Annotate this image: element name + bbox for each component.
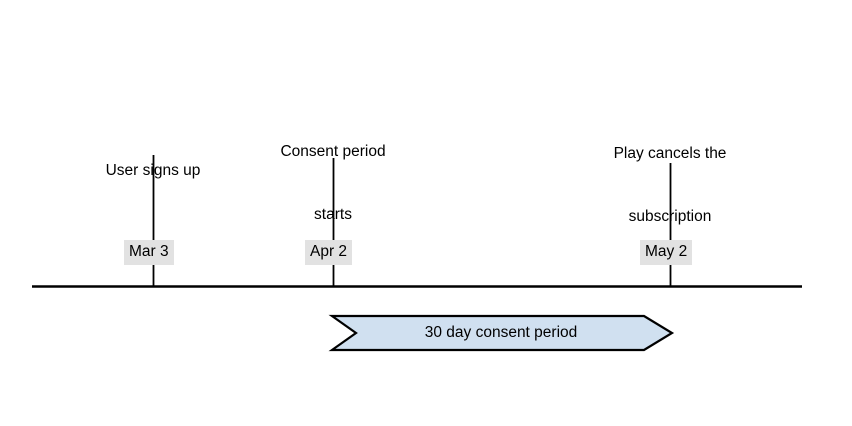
consent-period-band-shape [328,314,675,352]
date-chip-play-cancels: May 2 [640,240,693,265]
date-chip-signup: Mar 3 [124,240,174,265]
consent-period-band-label: 30 day consent period [424,324,578,341]
date-chip-consent-start: Apr 2 [305,240,353,265]
